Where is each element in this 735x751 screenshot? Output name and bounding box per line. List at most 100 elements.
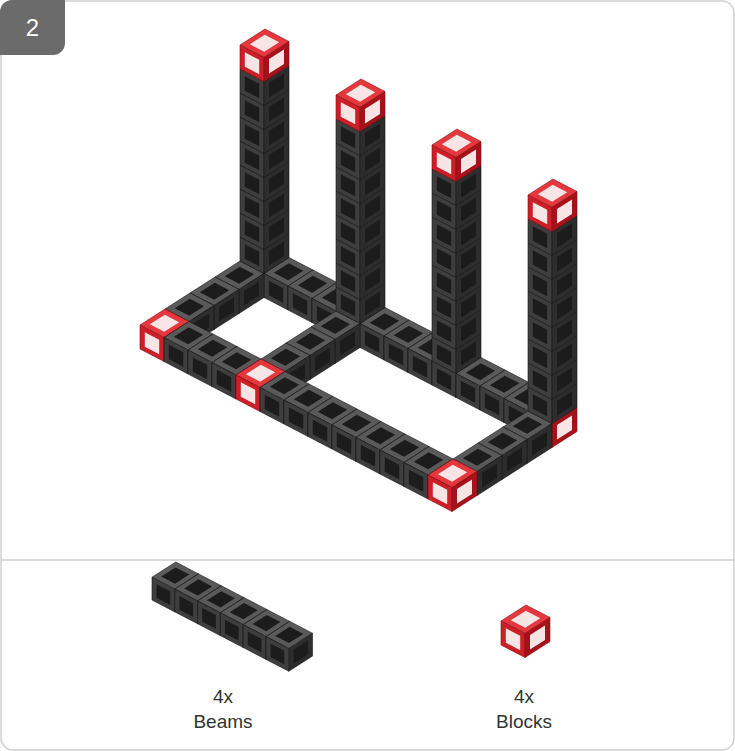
cube-opening	[248, 632, 262, 653]
cube-opening	[245, 100, 259, 122]
cube-face	[502, 440, 527, 480]
cube-opening	[394, 326, 423, 343]
red-block	[240, 29, 289, 82]
cube-opening	[289, 407, 303, 429]
cube-opening	[293, 293, 307, 315]
cube-opening	[157, 584, 171, 605]
panel-divider	[1, 559, 734, 561]
cube-opening	[437, 368, 451, 390]
step-badge: 2	[0, 0, 65, 55]
cube-opening	[296, 333, 325, 350]
cube-opening	[275, 627, 303, 643]
cube-opening	[533, 226, 547, 248]
cube-opening	[557, 200, 572, 224]
cube-face	[332, 425, 356, 462]
cube-opening	[245, 220, 259, 242]
cube-opening	[414, 452, 443, 469]
cube-opening	[533, 322, 547, 344]
red-block	[432, 129, 481, 182]
cube-opening	[530, 626, 545, 650]
beam-part	[152, 562, 313, 671]
cube-opening	[174, 327, 203, 344]
cube-opening	[385, 457, 399, 479]
cube-opening	[437, 272, 451, 294]
cube-face	[243, 625, 266, 660]
cube-opening	[437, 344, 451, 366]
cube-opening	[461, 150, 476, 174]
cube-opening	[437, 296, 451, 318]
cube-face	[335, 324, 360, 364]
cube-face	[480, 386, 504, 423]
cube-opening	[506, 628, 520, 650]
cube-opening	[341, 198, 355, 220]
beam-cube	[266, 621, 313, 671]
cube-face	[528, 195, 552, 232]
block-part	[501, 605, 550, 658]
cube-opening	[533, 274, 547, 296]
cube-opening	[511, 611, 540, 628]
cube-opening	[250, 35, 279, 52]
cube-opening	[490, 376, 519, 393]
cube-opening	[230, 603, 258, 619]
cube-opening	[457, 480, 472, 504]
cube-face	[212, 363, 236, 400]
cube-opening	[225, 267, 254, 284]
cube-face	[152, 577, 175, 612]
cube-face	[428, 475, 452, 512]
cube-opening	[271, 349, 300, 366]
cube-opening	[313, 420, 327, 442]
cube-opening	[341, 150, 355, 172]
cube-opening	[437, 248, 451, 270]
cube-opening	[485, 393, 499, 415]
cube-opening	[437, 320, 451, 342]
cube-opening	[370, 313, 399, 330]
cube-opening	[341, 222, 355, 244]
cube-opening	[365, 100, 380, 124]
cube-opening	[193, 357, 207, 379]
cube-opening	[409, 470, 423, 492]
cube-opening	[413, 356, 427, 378]
cube-opening	[482, 464, 497, 488]
cube-opening	[437, 176, 451, 198]
cube-face	[288, 286, 312, 323]
cube-face	[284, 400, 308, 437]
red-block	[501, 605, 550, 658]
cube-opening	[150, 315, 179, 332]
cube-face	[164, 338, 188, 375]
cube-opening	[365, 331, 379, 353]
cube-face	[456, 142, 481, 182]
cube-opening	[533, 250, 547, 272]
cube-opening	[488, 433, 517, 450]
cube-face	[289, 633, 313, 671]
cube-opening	[433, 482, 447, 504]
cube-opening	[265, 395, 279, 417]
cube-opening	[389, 343, 403, 365]
cube-opening	[179, 596, 193, 617]
cube-opening	[219, 298, 234, 322]
cube-face	[198, 601, 221, 636]
cube-opening	[538, 185, 567, 202]
cube-opening	[245, 76, 259, 98]
cube-face	[356, 438, 380, 475]
cube-opening	[533, 394, 547, 416]
cube-face	[501, 621, 525, 658]
cube-opening	[245, 244, 259, 266]
cube-opening	[507, 448, 522, 472]
cube-face	[552, 192, 577, 232]
cube-opening	[269, 281, 283, 303]
cube-opening	[438, 465, 467, 482]
assembled-frame	[140, 29, 577, 512]
cube-opening	[207, 591, 235, 607]
cube-opening	[274, 263, 303, 280]
cube-opening	[245, 124, 259, 146]
cube-face	[360, 324, 384, 361]
cube-opening	[269, 50, 284, 74]
cube-opening	[390, 440, 419, 457]
cube-opening	[271, 644, 285, 665]
cube-opening	[253, 615, 281, 631]
cube-opening	[532, 432, 547, 456]
cube-face	[360, 92, 385, 132]
cube-opening	[341, 174, 355, 196]
cube-opening	[533, 370, 547, 392]
